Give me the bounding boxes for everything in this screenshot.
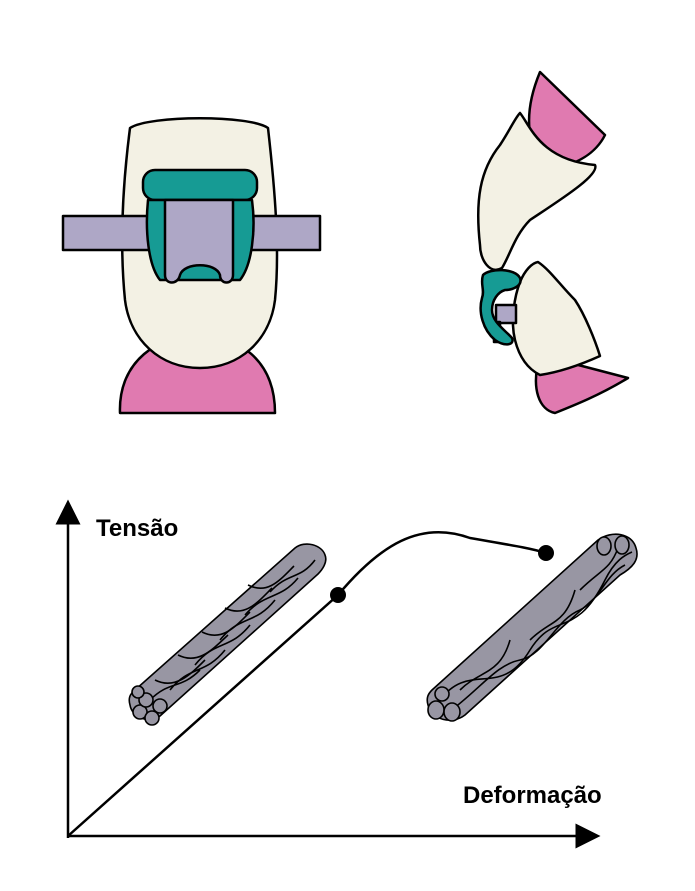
rupture-point (538, 545, 554, 561)
stress-strain-axes (55, 499, 601, 849)
proportional-limit-point (330, 587, 346, 603)
bracket-front-view-icon (61, 117, 322, 415)
lower-tooth (511, 260, 602, 377)
bracket-side-view-icon (476, 70, 630, 415)
upper-tooth (476, 111, 597, 271)
bracket-top-wing (141, 168, 259, 202)
braided-wire-icon (128, 543, 327, 726)
twisted-wire-icon (426, 533, 638, 722)
bracket-slot (163, 198, 235, 284)
side-bracket (479, 268, 522, 346)
x-axis-label: Deformação (463, 782, 602, 809)
side-archwire (494, 303, 518, 325)
stress-strain-curve (67, 530, 547, 837)
y-axis-label: Tensão (96, 515, 178, 542)
